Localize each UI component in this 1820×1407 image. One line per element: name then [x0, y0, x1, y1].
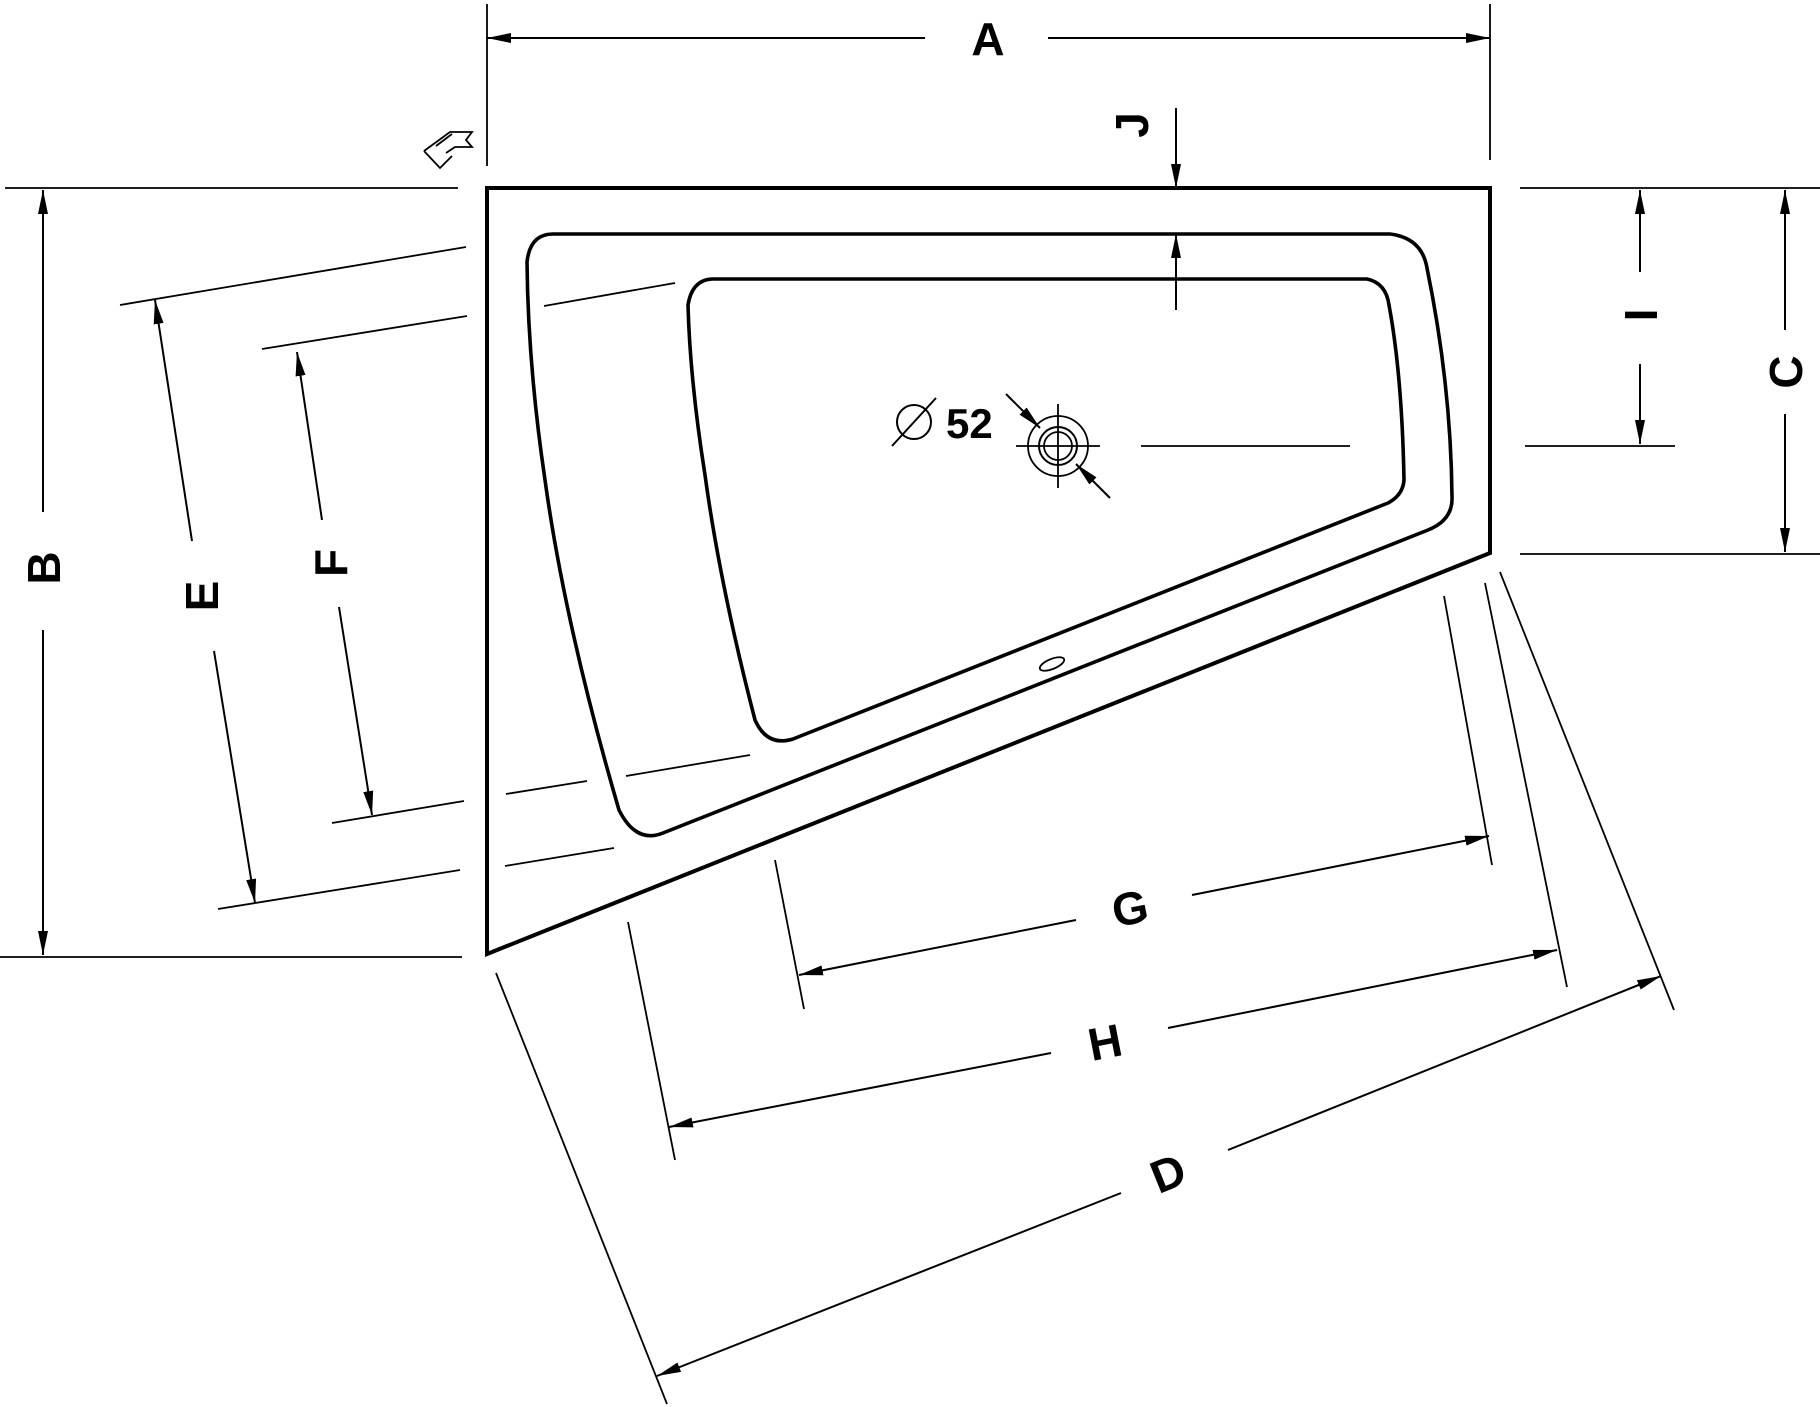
label-i: I	[1615, 309, 1667, 322]
label-f: F	[305, 549, 357, 577]
label-h: H	[1084, 1014, 1127, 1071]
tub-rim-contour	[525, 232, 1454, 838]
dimension-i	[1525, 190, 1675, 447]
label-e: E	[176, 581, 228, 612]
drain-symbol	[1016, 404, 1100, 488]
label-c: C	[1760, 355, 1812, 388]
dimension-f	[261, 282, 751, 824]
dimension-h	[627, 582, 1568, 1161]
dimension-c	[1520, 187, 1820, 555]
drain-diameter-value: 52	[946, 400, 993, 447]
label-j: J	[1106, 112, 1158, 138]
label-g: G	[1107, 879, 1152, 937]
tub-outer-outline	[485, 186, 1492, 957]
label-a: A	[971, 13, 1004, 65]
dimension-e	[119, 246, 615, 910]
overflow-slot	[1038, 656, 1066, 672]
dimension-d	[495, 571, 1675, 1405]
dimension-a	[486, 4, 1491, 166]
dimension-g	[774, 595, 1493, 1010]
label-b: B	[18, 551, 70, 584]
tub-basin-contour	[686, 277, 1406, 743]
drain-diameter-label: 52	[891, 397, 993, 447]
label-d: D	[1143, 1143, 1193, 1204]
dimension-b	[0, 187, 462, 958]
mounting-hand-arrow-icon	[423, 131, 474, 170]
bathtub-outline-group	[485, 186, 1492, 957]
